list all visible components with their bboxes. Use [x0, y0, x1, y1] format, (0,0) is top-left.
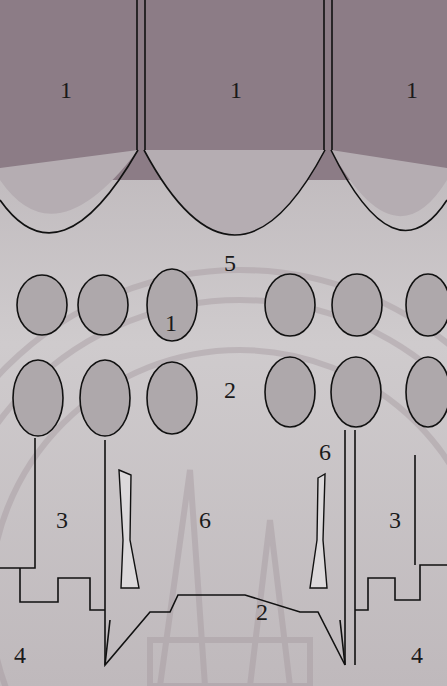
watermark — [0, 270, 447, 686]
callout-number: 1 — [165, 311, 177, 335]
pillar-6 — [119, 470, 327, 588]
arch-fill — [0, 150, 447, 235]
callout-number: 1 — [230, 78, 242, 102]
callout-number: 1 — [406, 78, 418, 102]
callout-number: 3 — [389, 508, 401, 532]
callout-number: 2 — [224, 378, 236, 402]
callout-number: 6 — [319, 440, 331, 464]
callout-number: 2 — [256, 600, 268, 624]
callout-number: 3 — [56, 508, 68, 532]
base-lines — [0, 430, 447, 665]
callout-number: 4 — [14, 643, 26, 667]
callout-number: 1 — [60, 78, 72, 102]
callout-number: 6 — [199, 508, 211, 532]
callout-number: 4 — [411, 643, 423, 667]
callout-number: 5 — [224, 251, 236, 275]
window-ovals — [13, 269, 447, 436]
arch-lines — [0, 0, 447, 235]
